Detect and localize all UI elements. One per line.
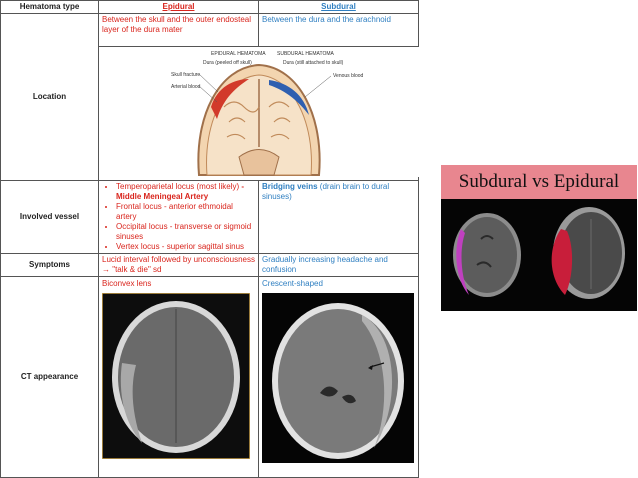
symptoms-epidural-text: Lucid interval followed by unconsciousne…	[98, 253, 259, 277]
ct-subdural-cell: Crescent-shaped	[258, 276, 419, 478]
location-row: Location Between the skull and the outer…	[0, 13, 419, 181]
side-image-title: Subdural vs Epidural	[441, 165, 637, 199]
location-label: Location	[0, 13, 99, 181]
vessel-subdural-cell: Bridging veins (drain brain to dural sin…	[258, 180, 419, 254]
subdural-vs-epidural-image: Subdural vs Epidural	[441, 165, 637, 311]
dura-peeled-label: Dura (peeled off skull)	[203, 60, 252, 66]
ct-epidural-cell: Biconvex lens	[98, 276, 259, 478]
symptoms-subdural-text: Gradually increasing headache and confus…	[258, 253, 419, 277]
brain-diagram: EPIDURAL HEMATOMA SUBDURAL HEMATOMA Dura…	[99, 47, 419, 177]
list-item: Frontal locus - anterior ethmoidal arter…	[116, 202, 255, 222]
header-subdural: Subdural	[258, 0, 419, 14]
skull-fracture-label: Skull fracture	[171, 72, 200, 78]
bridging-veins: Bridging veins	[262, 182, 318, 191]
skull-illustration	[197, 63, 332, 176]
list-item: Occipital locus - transverse or sigmoid …	[116, 222, 255, 242]
header-epidural: Epidural	[98, 0, 259, 14]
header-row: Hematoma type Epidural Subdural	[0, 0, 419, 14]
epidural-ct-thumbnail	[551, 207, 625, 299]
ct-label: CT appearance	[0, 276, 99, 478]
side-ct-scans	[441, 199, 637, 311]
dura-attached-label: Dura (still attached to skull)	[283, 60, 344, 66]
ct-epidural-text: Biconvex lens	[102, 279, 152, 288]
subdural-ct-thumbnail	[453, 213, 521, 297]
ct-row: CT appearance Biconvex lens Crescent-sha…	[0, 276, 419, 478]
epidural-ct-image	[102, 293, 250, 459]
vessel-epidural-list: Temperoparietal locus (most likely) - Mi…	[102, 182, 255, 252]
header-hematoma-type: Hematoma type	[0, 0, 99, 14]
location-epidural-text: Between the skull and the outer endostea…	[98, 13, 259, 47]
location-figure-row: EPIDURAL HEMATOMA SUBDURAL HEMATOMA Dura…	[1, 46, 419, 181]
list-item: Vertex locus - superior sagittal sinus	[116, 242, 255, 252]
symptoms-row: Symptoms Lucid interval followed by unco…	[0, 253, 419, 277]
location-subdural-text: Between the dura and the arachnoid	[258, 13, 419, 47]
location-figure-cell: EPIDURAL HEMATOMA SUBDURAL HEMATOMA Dura…	[98, 46, 419, 181]
list-item: Temperoparietal locus (most likely) - Mi…	[116, 182, 255, 202]
vessel-row: Involved vessel Temperoparietal locus (m…	[0, 180, 419, 254]
middle-meningeal-artery: - Middle Meningeal Artery	[116, 182, 245, 201]
hematoma-comparison-table: Hematoma type Epidural Subdural Location…	[0, 0, 419, 478]
vessel-epidural-cell: Temperoparietal locus (most likely) - Mi…	[98, 180, 259, 254]
epidural-hematoma-caption: EPIDURAL HEMATOMA	[211, 51, 266, 57]
subdural-ct-image	[262, 293, 414, 463]
arterial-blood-label: Arterial blood	[171, 84, 201, 90]
venous-blood-label: Venous blood	[333, 73, 364, 79]
subdural-hematoma-caption: SUBDURAL HEMATOMA	[277, 51, 335, 57]
ct-subdural-text: Crescent-shaped	[262, 279, 323, 288]
vessel-label: Involved vessel	[0, 180, 99, 254]
symptoms-label: Symptoms	[0, 253, 99, 277]
